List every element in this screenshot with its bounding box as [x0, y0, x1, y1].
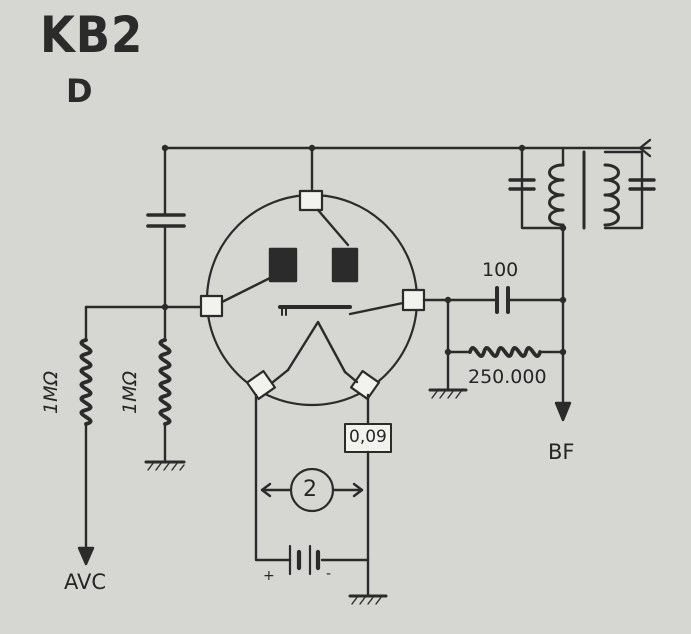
battery-count-circle	[289, 467, 335, 513]
filament	[286, 320, 347, 374]
battery-minus-label: -	[326, 566, 332, 582]
filament-supply-return	[320, 450, 370, 562]
anode-inner-lead	[316, 208, 350, 247]
bf-arrow-icon	[554, 401, 572, 422]
avc-output-label: AVC	[64, 570, 107, 594]
bf-output-label: BF	[548, 440, 575, 464]
battery-icon	[288, 544, 321, 576]
filament-supply-left	[254, 393, 292, 562]
anode-plate-left	[268, 247, 298, 283]
grid-inner-lead	[220, 273, 278, 304]
primary-tuning-capacitor	[508, 178, 536, 191]
dimension-arrowheads	[260, 482, 364, 498]
resistor-left	[77, 338, 95, 566]
ground-icon	[144, 460, 186, 471]
page-title: KB2	[40, 6, 144, 64]
capacitor-100	[495, 286, 510, 314]
resistor-mid	[158, 305, 172, 464]
capacitor-100-label: 100	[482, 259, 519, 281]
page-subtitle: D	[66, 72, 93, 110]
transformer-primary	[548, 163, 565, 227]
ground-icon	[348, 594, 388, 605]
transformer-secondary	[603, 163, 620, 227]
resistor-left-label: 1MΩ	[40, 370, 62, 414]
primary-tuning-wire	[520, 146, 565, 230]
grid2-inner-lead	[348, 301, 405, 316]
filament-leads	[271, 368, 359, 384]
junction-dots	[161, 144, 567, 356]
coupling-capacitor	[146, 213, 186, 307]
filament-pin-left	[245, 369, 277, 401]
avc-arrow-icon	[77, 546, 95, 566]
input-arrow-icon	[638, 138, 652, 158]
valve-envelope	[205, 193, 419, 407]
filament-pin-right	[349, 369, 381, 401]
secondary-tuning-capacitor	[628, 178, 656, 191]
resistor-250000	[468, 346, 542, 358]
ground-icon	[428, 388, 468, 399]
grid-pin	[199, 294, 224, 318]
resistor-250000-label: 250.000	[468, 366, 547, 388]
filament-resistor-label: 0,09	[349, 427, 387, 447]
grid-tick	[281, 306, 287, 316]
anode-plate-right	[331, 247, 359, 283]
battery-plus-label: +	[263, 568, 275, 584]
grid2-pin	[401, 288, 426, 312]
resistor-mid-label: 1MΩ	[119, 370, 141, 414]
battery-count-label: 2	[303, 477, 317, 502]
anode-pin	[298, 189, 324, 212]
